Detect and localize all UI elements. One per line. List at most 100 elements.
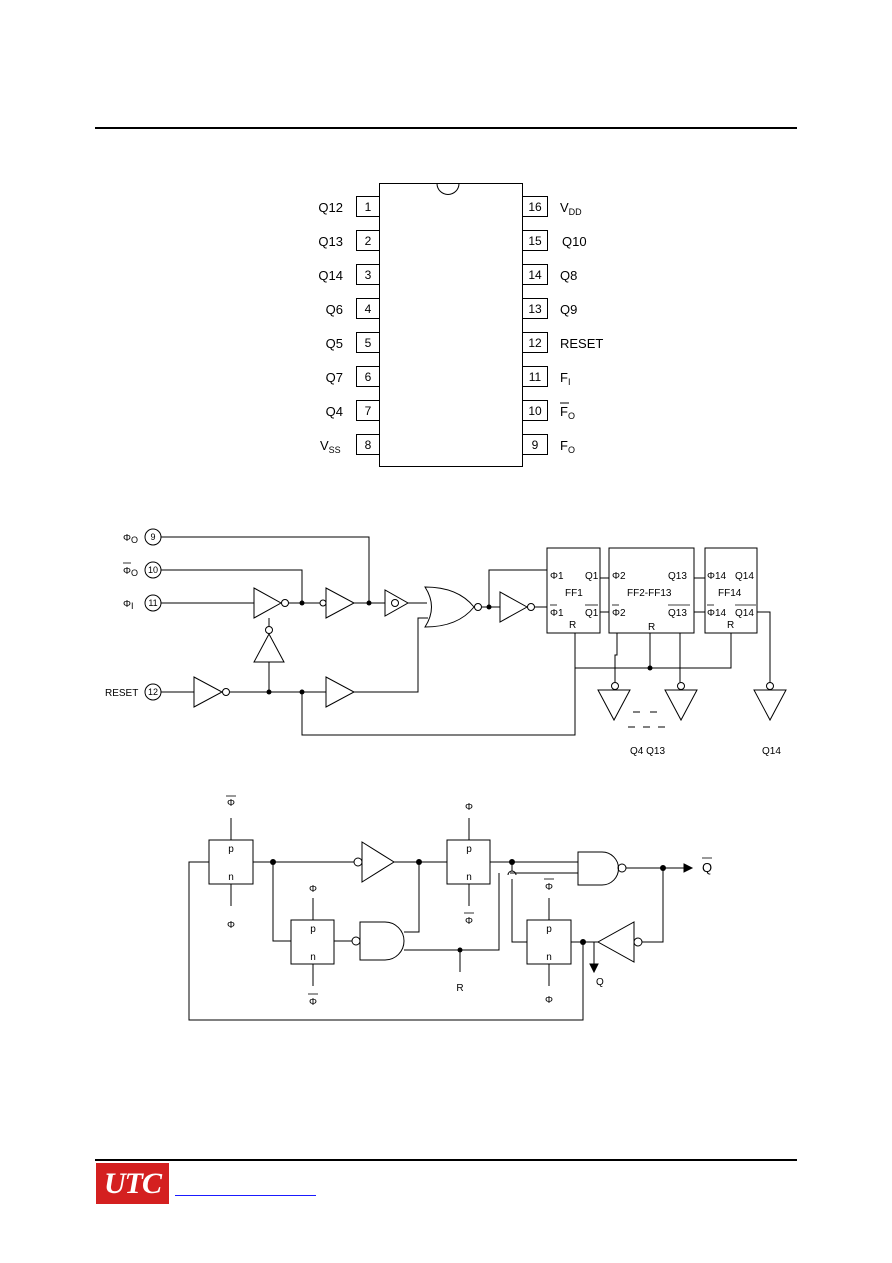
label-n: n <box>310 952 316 963</box>
label-phi-bar: Φ <box>227 798 235 809</box>
pin-box-16 <box>522 196 548 217</box>
pin-box-2 <box>356 230 380 251</box>
wire-phio <box>161 536 370 603</box>
ff1-r: R <box>569 620 576 631</box>
label-phi-bar: Φ <box>465 916 473 927</box>
wire <box>614 633 618 682</box>
wire-phi1 <box>488 569 547 607</box>
pin-label: Q10 <box>562 234 587 249</box>
pin-box-12 <box>522 332 548 353</box>
inv-bubble <box>222 688 230 696</box>
pin-box-1 <box>356 196 380 217</box>
inverter-2 <box>596 921 635 963</box>
junction-dot <box>299 689 305 695</box>
pin-num: 9 <box>532 438 539 452</box>
label-n: n <box>546 952 552 963</box>
pin-box-10 <box>522 400 548 421</box>
label-p: p <box>310 924 316 935</box>
ff1-q: Q1 <box>585 571 599 582</box>
ff14-r: R <box>727 620 734 631</box>
label-phi: Φ <box>309 884 317 895</box>
pin-label: Q6 <box>326 302 343 317</box>
header-rule <box>95 127 797 129</box>
junction-dot <box>457 947 463 953</box>
pin-label: Q7 <box>326 370 343 385</box>
nand-bubble <box>351 936 361 946</box>
block-diagram <box>144 528 787 736</box>
pin-box-3 <box>356 264 380 285</box>
inverter-1 <box>253 587 283 619</box>
ff14-q: Q14 <box>735 571 754 582</box>
pin-num: 5 <box>365 336 372 350</box>
buffer-reset <box>325 676 356 708</box>
label-n: n <box>228 872 234 883</box>
inverter-3 <box>499 591 529 623</box>
ff14-qbar: Q14 <box>735 608 754 619</box>
inv-bubble <box>677 682 685 690</box>
junction-dot <box>366 600 372 606</box>
pin-num: 16 <box>528 200 542 214</box>
ic-body <box>379 183 523 467</box>
pin-num: 12 <box>528 336 542 350</box>
ff1-name: FF1 <box>565 588 583 599</box>
input-label-reset: RESET <box>105 688 138 699</box>
footer-link[interactable] <box>175 1195 316 1196</box>
output-label-q14: Q14 <box>762 746 781 757</box>
inv-bubble <box>766 682 774 690</box>
junction-dot <box>266 689 272 695</box>
footer-rule <box>95 1159 797 1161</box>
ic-notch <box>436 183 460 195</box>
pin-num: 10 <box>528 404 542 418</box>
pin-box-14 <box>522 264 548 285</box>
wire-phio-bar <box>161 569 303 603</box>
ff1-phibar: Φ1 <box>550 608 564 619</box>
nand-bubble <box>617 863 627 873</box>
nand-gate-1 <box>359 921 405 961</box>
inv-bubble <box>265 626 273 634</box>
buffer-1 <box>325 587 356 619</box>
pin-circle-num: 9 <box>150 532 155 542</box>
pin-num: 15 <box>528 234 542 248</box>
ff2-phi: Φ2 <box>612 571 626 582</box>
wire-to-nor <box>354 617 428 693</box>
pin-label: Q9 <box>560 302 577 317</box>
junction-dot <box>580 939 586 945</box>
pin-label-vss: VSS <box>320 438 341 455</box>
junction-dot <box>509 859 515 865</box>
wire-r <box>404 873 500 951</box>
ff2-ff13-block <box>608 547 695 634</box>
label-phi: Φ <box>227 920 235 931</box>
pin-box-4 <box>356 298 380 319</box>
pin-box-8 <box>356 434 380 455</box>
pin-box-9 <box>522 434 548 455</box>
pin-num: 7 <box>365 404 372 418</box>
inv-bubble <box>391 599 399 607</box>
inv-bubble <box>281 599 289 607</box>
feedback-loop <box>188 861 584 1021</box>
pin-box-6 <box>356 366 380 387</box>
pin-num: 3 <box>365 268 372 282</box>
pin-circle-num: 11 <box>148 598 157 608</box>
junction-dot <box>270 859 276 865</box>
wire-reset-loop <box>301 640 576 736</box>
pin-num: 11 <box>529 370 542 384</box>
label-phi-bar: Φ <box>545 882 553 893</box>
pinout-diagram <box>356 183 548 467</box>
arrow-qbar <box>683 863 694 873</box>
ff14-phi: Φ14 <box>707 571 727 582</box>
label-r: R <box>456 983 463 994</box>
utc-logo: UTC <box>96 1163 169 1204</box>
pin-box-7 <box>356 400 380 421</box>
pinout-labels: 1 2 3 4 5 6 7 8 Q12 Q13 Q14 Q6 Q5 Q7 Q4 … <box>318 200 603 455</box>
wire <box>272 862 291 942</box>
pin-box-15 <box>522 230 548 251</box>
pin-box-11 <box>522 366 548 387</box>
inv-bubble <box>353 857 363 867</box>
label-phi: Φ <box>465 802 473 813</box>
ff2-qbar: Q13 <box>668 608 687 619</box>
pin-num: 4 <box>365 302 372 316</box>
ff2-r: R <box>648 622 655 633</box>
pin-num: 8 <box>365 438 372 452</box>
pin-label: Q12 <box>318 200 343 215</box>
label-p: p <box>466 844 472 855</box>
